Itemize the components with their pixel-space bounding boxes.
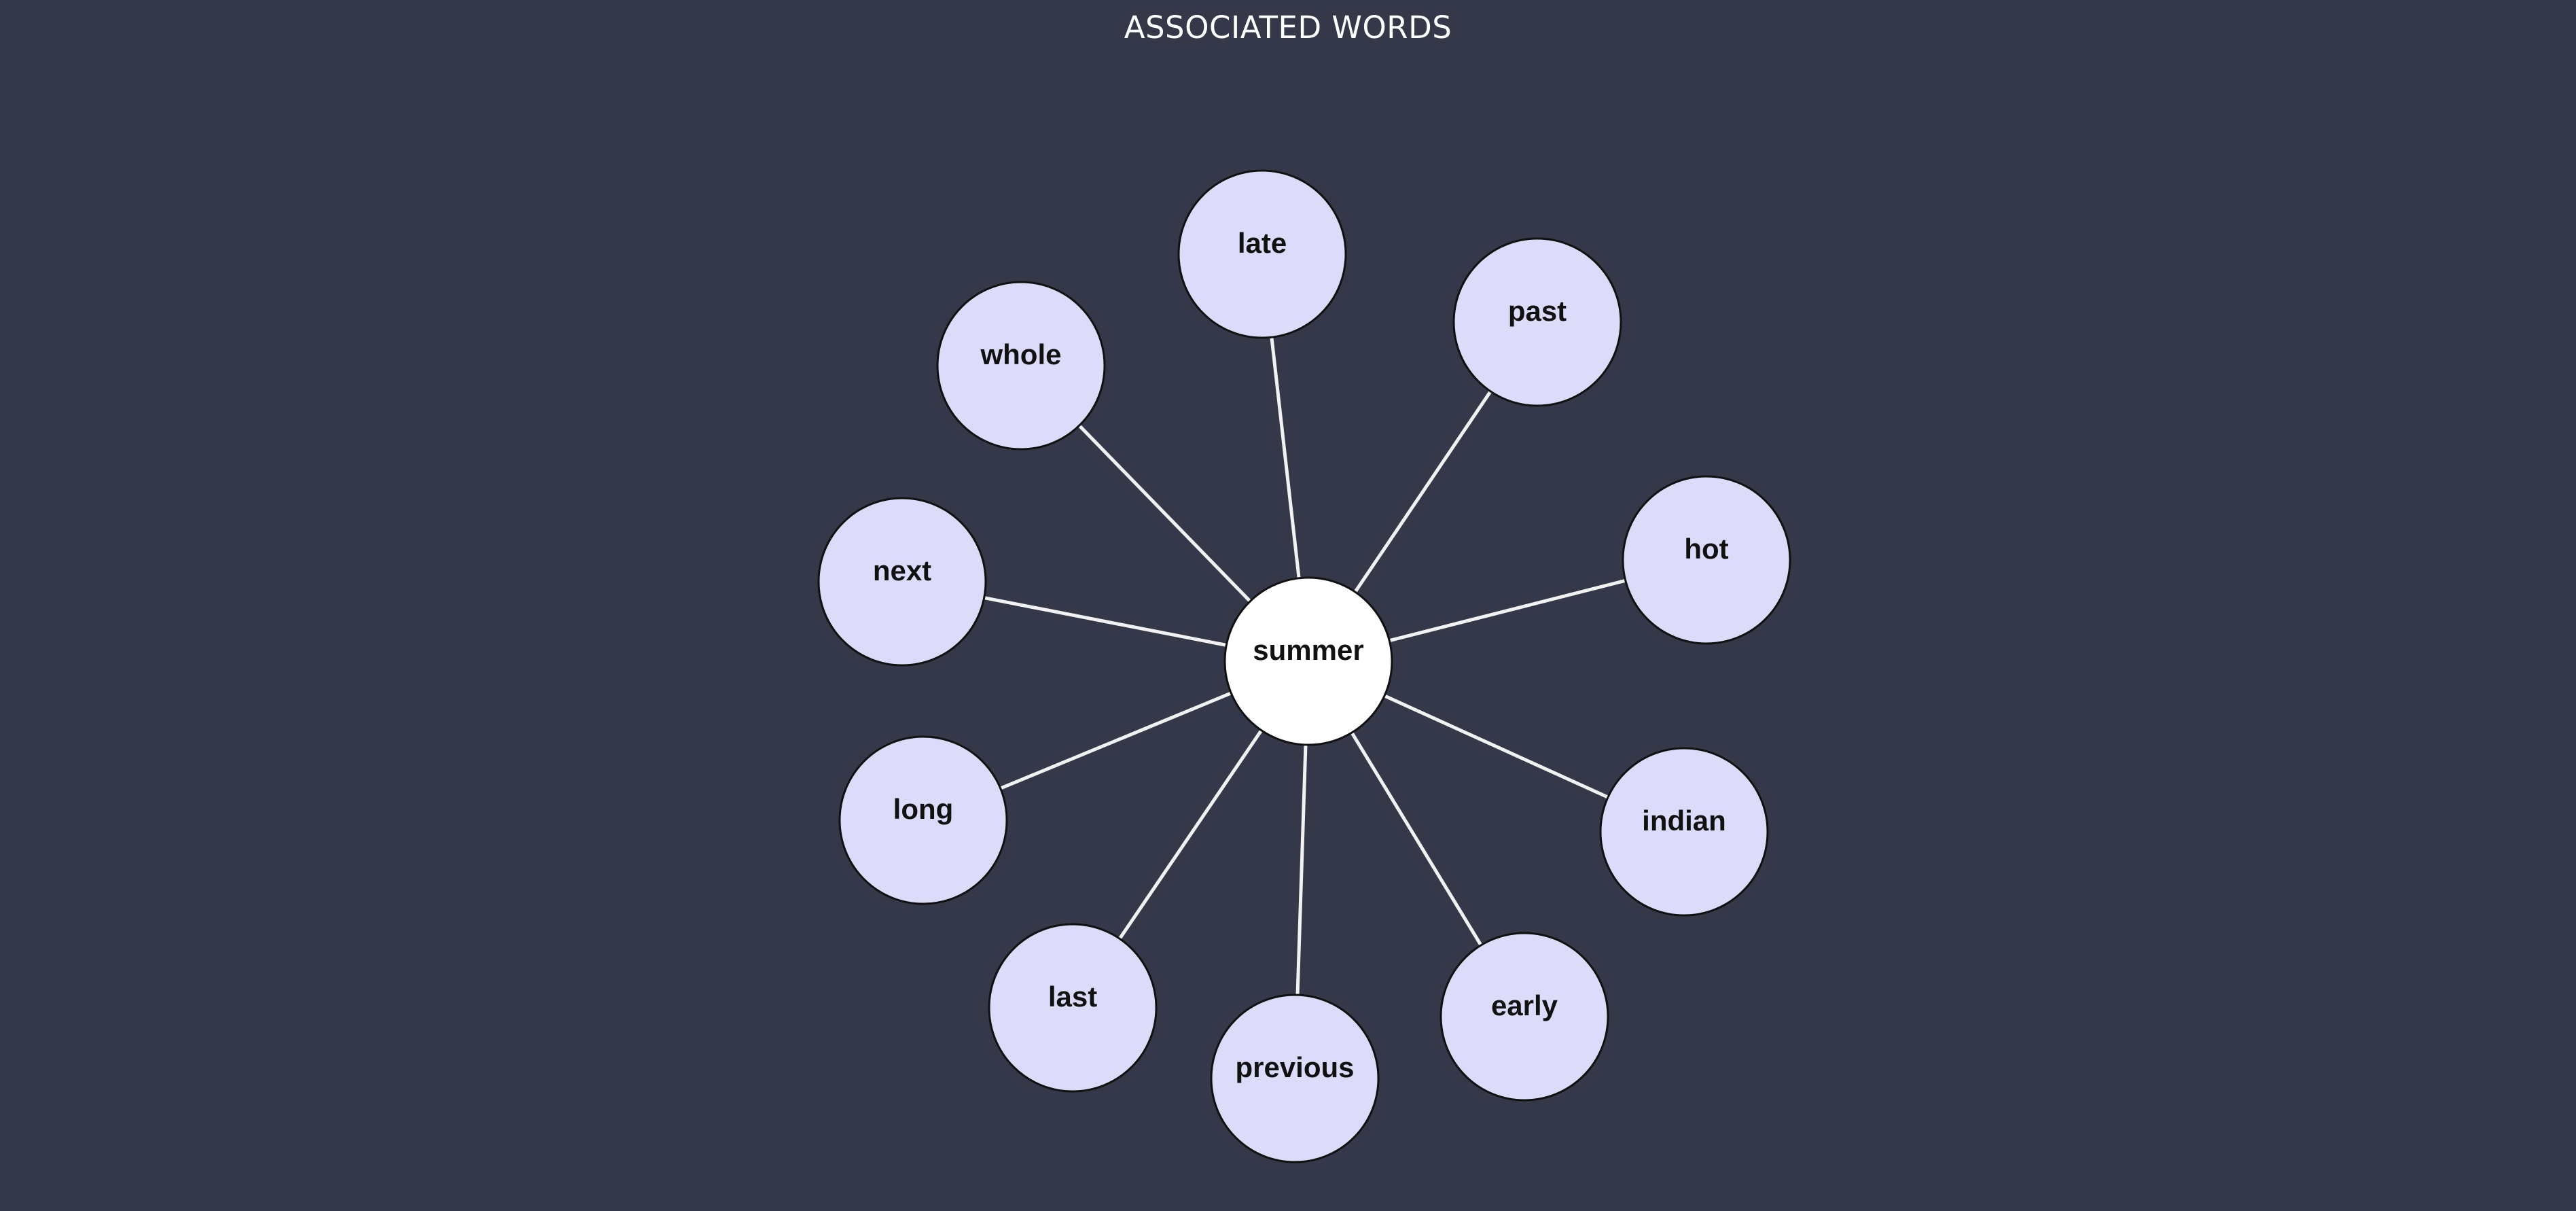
word-node-whole-circle bbox=[936, 281, 1106, 451]
word-node-late-label: late bbox=[1238, 227, 1287, 259]
center-node-summer: summer bbox=[1223, 576, 1393, 746]
nodes: late past hot indian early previous last long ne… bbox=[817, 169, 1791, 1163]
center-node-summer-label: summer bbox=[1253, 634, 1363, 666]
center-node-summer-circle bbox=[1223, 576, 1393, 746]
word-node-early-circle bbox=[1439, 932, 1609, 1102]
word-node-last-label: last bbox=[1048, 981, 1097, 1013]
word-node-early-label: early bbox=[1491, 989, 1558, 1021]
word-node-next-circle bbox=[817, 497, 987, 667]
word-node-previous: previous bbox=[1210, 994, 1380, 1163]
word-node-late-circle bbox=[1177, 169, 1347, 339]
word-node-last: last bbox=[988, 923, 1158, 1093]
word-node-long-circle bbox=[838, 735, 1008, 905]
word-node-long: long bbox=[838, 735, 1008, 905]
word-node-past: past bbox=[1452, 237, 1622, 407]
word-node-indian-circle bbox=[1599, 747, 1769, 917]
word-node-past-label: past bbox=[1508, 295, 1567, 327]
word-node-past-circle bbox=[1452, 237, 1622, 407]
word-node-next-label: next bbox=[873, 555, 931, 586]
word-node-early: early bbox=[1439, 932, 1609, 1102]
word-node-long-label: long bbox=[893, 793, 954, 825]
word-node-previous-circle bbox=[1210, 994, 1380, 1163]
word-node-hot-label: hot bbox=[1684, 533, 1728, 565]
word-node-late: late bbox=[1177, 169, 1347, 339]
diagram-title: ASSOCIATED WORDS bbox=[1124, 10, 1452, 46]
word-node-indian: indian bbox=[1599, 747, 1769, 917]
word-node-hot: hot bbox=[1622, 475, 1791, 645]
word-node-whole: whole bbox=[936, 281, 1106, 451]
word-node-next: next bbox=[817, 497, 987, 667]
word-node-indian-label: indian bbox=[1642, 805, 1726, 837]
word-node-whole-label: whole bbox=[980, 338, 1061, 370]
word-node-last-circle bbox=[988, 923, 1158, 1093]
word-node-previous-label: previous bbox=[1235, 1051, 1354, 1083]
word-node-hot-circle bbox=[1622, 475, 1791, 645]
